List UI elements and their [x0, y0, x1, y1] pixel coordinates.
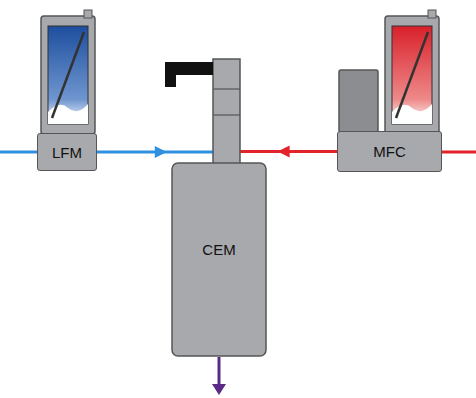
- node-label: MFC: [373, 143, 406, 160]
- cem-outline: [164, 55, 268, 358]
- flow-connector: [240, 146, 337, 158]
- mfc-meter: [339, 10, 439, 134]
- outlet-arrow: [212, 357, 226, 395]
- lfm-label-box: LFM: [37, 133, 97, 171]
- flow-connector: [97, 146, 213, 158]
- lfm-meter: [41, 10, 95, 134]
- mfc-label-box: MFC: [337, 131, 442, 172]
- node-label: LFM: [52, 144, 82, 161]
- liquid-line: [0, 151, 38, 154]
- cem-unit: CEM: [164, 55, 268, 358]
- gas-line: [441, 151, 476, 154]
- node-label: CEM: [202, 241, 235, 258]
